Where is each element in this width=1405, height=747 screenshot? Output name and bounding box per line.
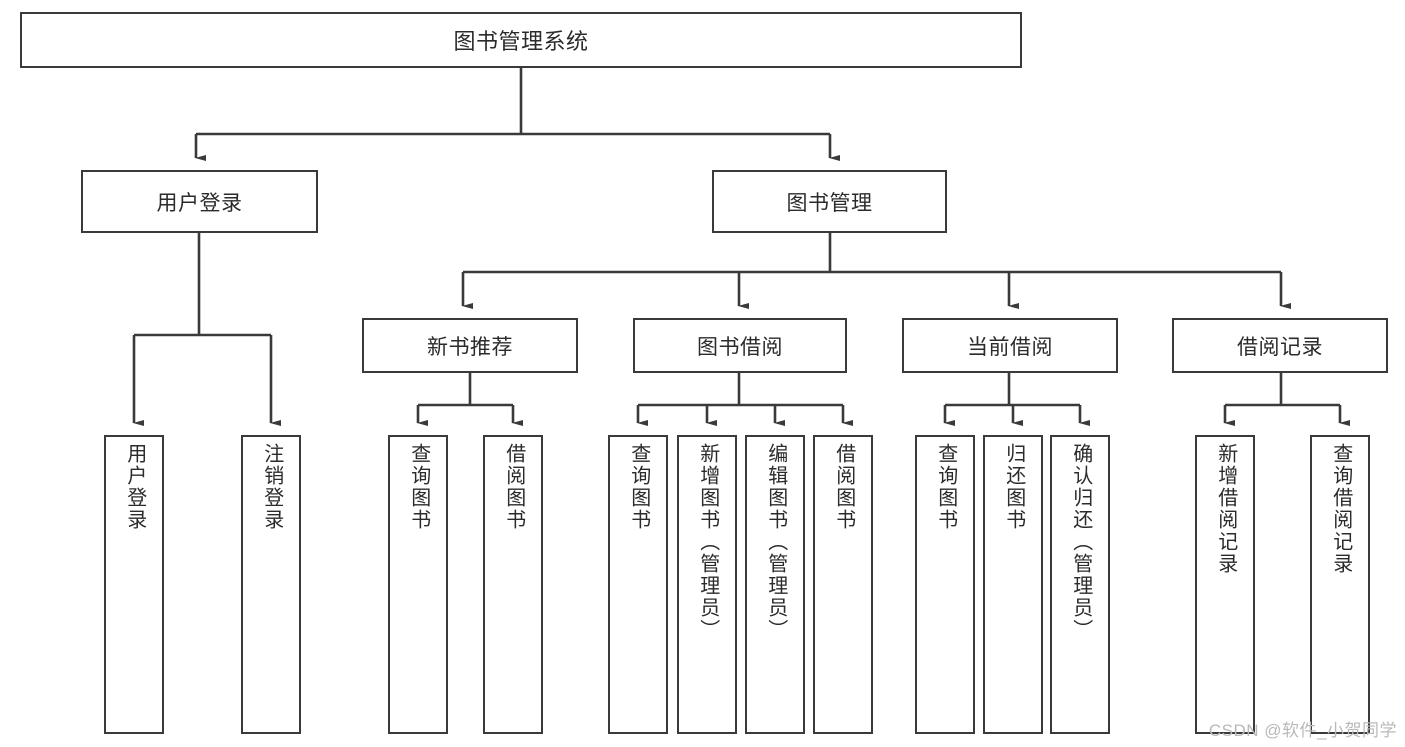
node-root-system[interactable]: 图书管理系统	[20, 12, 1022, 68]
node-label: 新书推荐	[427, 335, 513, 359]
node-label: 借阅记录	[1237, 335, 1323, 359]
leaf-borrow-book-recommend[interactable]: 借阅图书	[483, 435, 543, 734]
node-book-management[interactable]: 图书管理	[712, 170, 947, 233]
leaf-user-login[interactable]: 用户登录	[104, 435, 164, 734]
node-borrow-record[interactable]: 借阅记录	[1172, 318, 1388, 373]
node-current-borrow[interactable]: 当前借阅	[902, 318, 1118, 373]
node-label: 查询图书	[627, 443, 650, 531]
leaf-add-borrow-record[interactable]: 新增借阅记录	[1195, 435, 1255, 734]
leaf-query-book-current[interactable]: 查询图书	[915, 435, 975, 734]
node-label: 借阅图书	[502, 443, 525, 531]
leaf-query-borrow-record[interactable]: 查询借阅记录	[1310, 435, 1370, 734]
node-label: 归还图书	[1002, 443, 1025, 531]
node-label: 新增借阅记录	[1214, 443, 1237, 575]
node-label: 注销登录	[260, 443, 283, 531]
node-label: 查询图书	[407, 443, 430, 531]
leaf-query-book-recommend[interactable]: 查询图书	[388, 435, 448, 734]
leaf-confirm-return-admin[interactable]: 确认归还（管理员）	[1050, 435, 1110, 734]
node-book-borrow[interactable]: 图书借阅	[633, 318, 847, 373]
leaf-logout[interactable]: 注销登录	[241, 435, 301, 734]
node-label: 查询图书	[934, 443, 957, 531]
leaf-add-book-admin[interactable]: 新增图书（管理员）	[677, 435, 737, 734]
node-label: 图书管理系统	[453, 29, 589, 54]
node-label: 确认归还（管理员）	[1069, 443, 1092, 641]
node-label: 用户登录	[156, 191, 243, 215]
node-label: 查询借阅记录	[1329, 443, 1352, 575]
leaf-return-book[interactable]: 归还图书	[983, 435, 1043, 734]
leaf-borrow-book[interactable]: 借阅图书	[813, 435, 873, 734]
node-label: 新增图书（管理员）	[696, 443, 719, 641]
node-label: 图书管理	[786, 191, 873, 215]
node-label: 图书借阅	[697, 335, 783, 359]
node-new-book-recommend[interactable]: 新书推荐	[362, 318, 578, 373]
node-label: 借阅图书	[832, 443, 855, 531]
leaf-edit-book-admin[interactable]: 编辑图书（管理员）	[745, 435, 805, 734]
leaf-query-book-borrow[interactable]: 查询图书	[608, 435, 668, 734]
node-label: 当前借阅	[967, 335, 1053, 359]
node-label: 用户登录	[123, 443, 146, 531]
node-label: 编辑图书（管理员）	[764, 443, 787, 641]
watermark: CSDN @软件_小贺同学	[1208, 721, 1397, 740]
node-user-login[interactable]: 用户登录	[81, 170, 318, 233]
